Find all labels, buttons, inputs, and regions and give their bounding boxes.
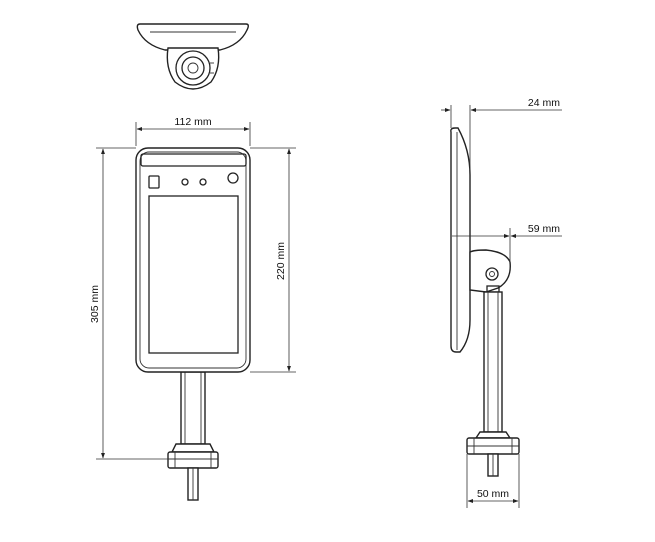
dimension-label-bracket-depth: 59 mm	[528, 223, 560, 235]
dimension-label-base-width: 50 mm	[477, 488, 509, 500]
dimension-base-width: 50 mm	[466, 454, 520, 508]
dimension-screen-height: 220 mm	[250, 147, 296, 373]
device-front-view-icon	[135, 147, 251, 501]
dimension-bracket-depth: 59 mm	[452, 223, 562, 262]
device-side-view-icon	[450, 127, 520, 477]
dimension-label-front-width: 112 mm	[174, 116, 211, 128]
dimension-label-screen-height: 220 mm	[275, 242, 287, 280]
mount-top-view-icon	[136, 23, 249, 90]
dimension-side-depth: 24 mm	[441, 97, 562, 170]
dimension-label-side-depth: 24 mm	[528, 97, 560, 109]
dimension-total-height: 305 mm	[89, 147, 168, 460]
dimension-label-total-height: 305 mm	[89, 285, 101, 323]
dimension-front-width: 112 mm	[135, 116, 251, 146]
